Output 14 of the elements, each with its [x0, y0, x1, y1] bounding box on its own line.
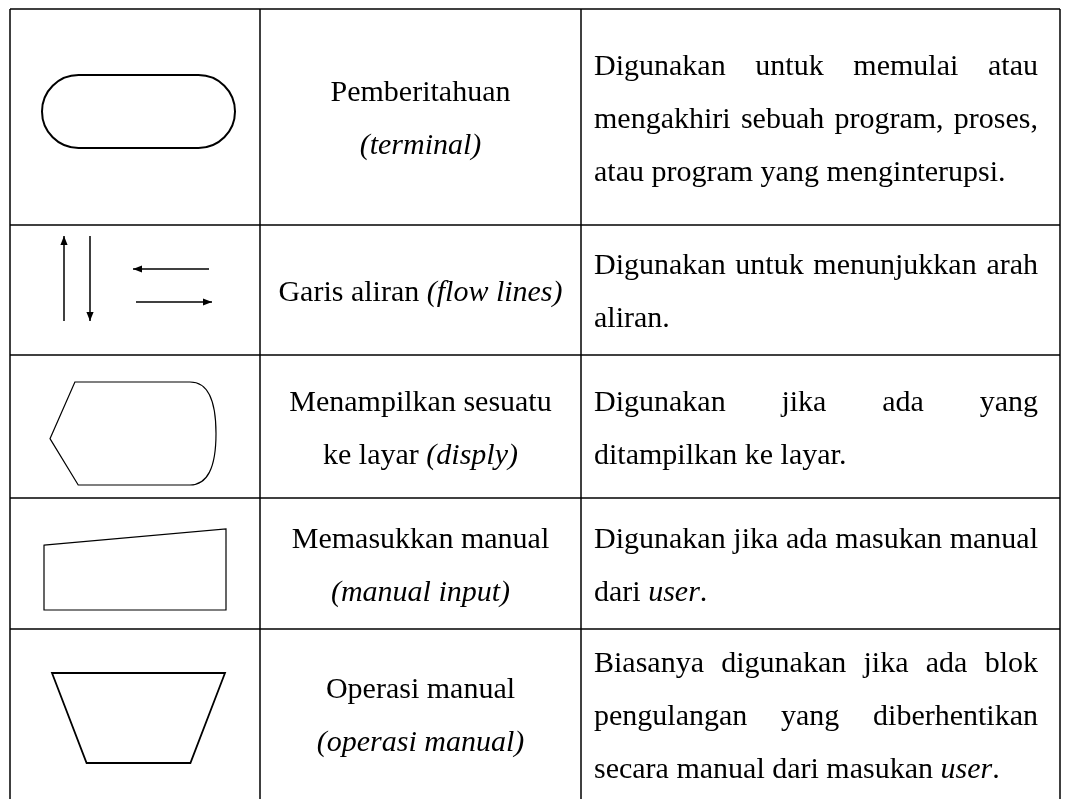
symbol-description: Digunakan untuk menunjukkan arah aliran. — [594, 246, 1038, 335]
display-symbol — [49, 381, 217, 486]
symbol-description: Digunakan jika ada masukan manual dari user. — [594, 519, 1038, 609]
terminal-symbol — [41, 74, 236, 149]
symbol-name: Pemberitahuan (terminal) — [329, 73, 512, 162]
symbol-description: Biasanya digunakan jika ada blok pengulangan yang diberhentikan secara manual dari masukan user. — [594, 643, 1038, 786]
symbol-name: Operasi manual (operasi manual) — [315, 670, 526, 759]
symbol-description: Digunakan jika ada yang ditampilkan ke layar. — [594, 382, 1038, 472]
symbol-name: Memasukkan manual (manual input) — [290, 519, 551, 609]
symbol-name: Menampilkan sesuatu ke layar (disply) — [288, 382, 553, 472]
manual-operation-symbol — [50, 672, 227, 764]
symbol-name: Garis aliran (flow lines) — [277, 272, 564, 309]
symbol-description: Digunakan untuk memulai atau mengakhiri sebuah program, proses, atau program yang menginterupsi. — [594, 46, 1038, 189]
manual-input-symbol — [43, 528, 227, 611]
